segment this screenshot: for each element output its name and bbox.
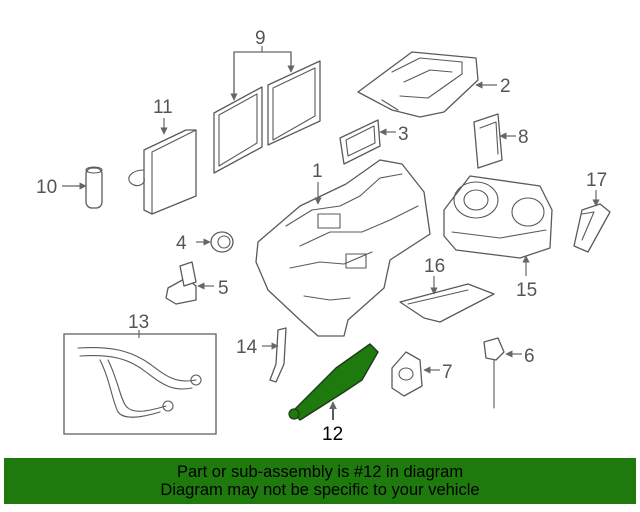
callout-7: 7 — [442, 362, 453, 383]
callout-2: 2 — [500, 76, 511, 97]
callout-6: 6 — [524, 346, 535, 367]
part-4-sensor — [196, 231, 234, 253]
part-17-resistor — [573, 190, 611, 253]
callout-11: 11 — [153, 97, 173, 118]
part-10-sensor — [62, 166, 103, 209]
part-7-motor — [391, 351, 440, 397]
callout-14: 14 — [236, 337, 258, 358]
part-16-cover — [399, 276, 495, 323]
callout-15: 15 — [516, 280, 537, 301]
banner-line-2: Diagram may not be specific to your vehi… — [160, 481, 480, 499]
part-13-tubes — [63, 330, 217, 435]
part-6-sensor — [483, 337, 522, 409]
part-9-filters — [213, 46, 321, 174]
callout-13: 13 — [128, 312, 149, 333]
notice-banner: Part or sub-assembly is #12 in diagram D… — [4, 458, 636, 504]
callout-1: 1 — [312, 161, 323, 182]
parts-diagram: 9 2 11 10 3 8 — [36, 28, 611, 445]
callout-17: 17 — [586, 170, 607, 191]
callout-9: 9 — [255, 28, 266, 49]
part-15-blower — [443, 175, 553, 276]
part-12-duct-highlighted — [288, 343, 379, 421]
banner-line-1: Part or sub-assembly is #12 in diagram — [176, 463, 464, 481]
part-3-panel — [339, 119, 396, 165]
part-11-evaporator — [128, 118, 197, 215]
part-8-module — [473, 113, 516, 169]
part-1-housing — [255, 159, 431, 337]
callout-3: 3 — [398, 124, 409, 145]
part-14-hose — [262, 327, 287, 383]
callout-5: 5 — [218, 278, 229, 299]
callout-10: 10 — [36, 177, 57, 198]
part-5-actuator — [165, 261, 214, 305]
callout-4: 4 — [176, 233, 187, 254]
callout-16: 16 — [424, 256, 445, 277]
callout-12: 12 — [322, 424, 343, 445]
callout-8: 8 — [518, 127, 529, 148]
part-2-duct — [357, 51, 497, 118]
